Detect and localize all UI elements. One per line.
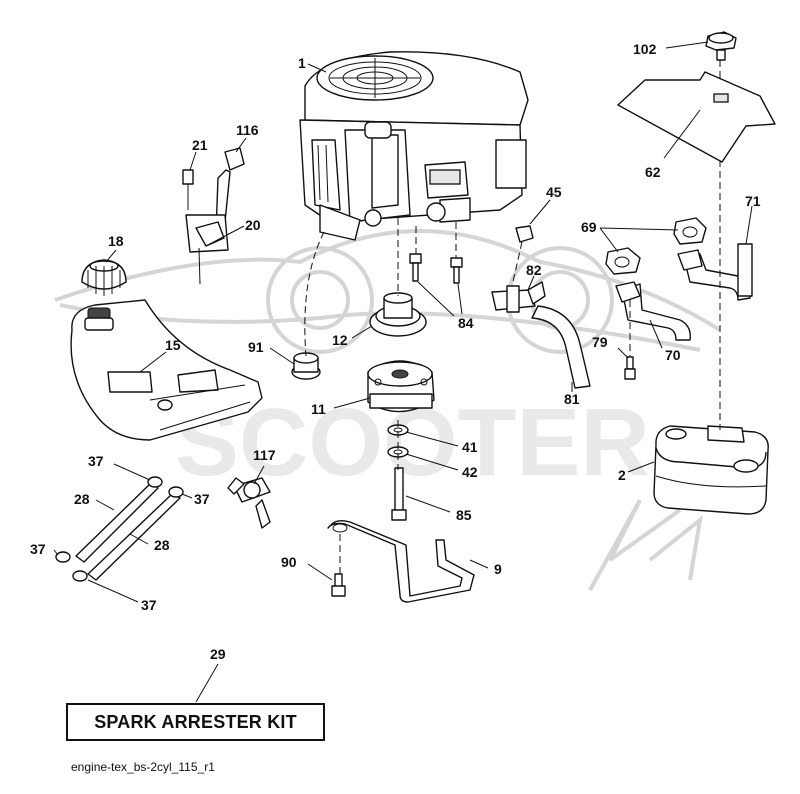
callout-79: 79 [592,334,608,350]
callout-82: 82 [526,262,542,278]
callout-37-top: 37 [88,453,104,469]
callout-18: 18 [108,233,124,249]
callout-28-lower: 28 [154,537,170,553]
spark-arrester-kit-box[interactable]: SPARK ARRESTER KIT [66,703,325,741]
heat-shield-part[interactable] [617,71,776,163]
callout-62: 62 [645,164,661,180]
callout-2: 2 [618,467,626,483]
gasket-69b-part[interactable] [673,217,707,245]
callout-37-right: 37 [194,491,210,507]
callout-71: 71 [745,193,761,209]
spark-arrester-kit-label: SPARK ARRESTER KIT [94,711,297,732]
clamp-37d-part[interactable] [72,570,88,582]
callout-117: 117 [253,447,276,463]
fuel-tank-part[interactable] [70,299,263,441]
fuel-pump-part[interactable] [491,281,546,313]
callout-41: 41 [462,439,478,455]
clamp-37c-part[interactable] [55,551,71,563]
callout-11: 11 [311,401,326,417]
callout-21: 21 [192,137,208,153]
bolt-84a-part[interactable] [409,253,422,282]
callout-85: 85 [456,507,472,523]
bolt-85-part[interactable] [391,467,407,521]
callout-91: 91 [248,339,264,355]
fuel-valve-part[interactable] [227,477,271,529]
callout-70: 70 [665,347,681,363]
callout-28-upper: 28 [74,491,90,507]
callout-20: 20 [245,217,261,233]
diagram-code: engine-tex_bs-2cyl_115_r1 [71,760,215,774]
clamp-37a-part[interactable] [147,476,163,488]
exhaust-pipe-70-part[interactable] [615,281,691,341]
alignment-lines [304,60,721,574]
bolt-90-part[interactable] [331,573,346,597]
nut-part[interactable] [515,225,534,243]
clutch-part[interactable] [367,360,435,413]
bolt-79-part[interactable] [624,356,636,380]
gasket-69a-part[interactable] [605,247,641,275]
clamp-37b-part[interactable] [168,486,184,498]
muffler-part[interactable] [653,425,769,515]
callout-45: 45 [546,184,562,200]
bushing-part[interactable] [291,352,321,380]
engine-part[interactable] [299,51,529,241]
callout-29: 29 [210,646,226,662]
throttle-control-part[interactable] [182,147,245,285]
callout-90: 90 [281,554,297,570]
callout-12: 12 [332,332,348,348]
knob-part[interactable] [705,31,737,61]
leader-lines [53,41,753,703]
callout-1: 1 [298,55,306,71]
callout-81: 81 [564,391,580,407]
fuel-cap-part[interactable] [81,259,127,296]
callout-37-bottom: 37 [141,597,157,613]
callout-116: 116 [236,122,259,138]
callout-84: 84 [458,315,474,331]
exhaust-pipe-71-part[interactable] [677,243,753,301]
callout-102: 102 [633,41,657,57]
pulley-part[interactable] [369,292,427,337]
fuel-line-81-part[interactable] [531,305,591,389]
bolt-84b-part[interactable] [450,257,463,284]
callout-42: 42 [462,464,478,480]
callout-9: 9 [494,561,502,577]
callout-15: 15 [165,337,181,353]
callout-37-left: 37 [30,541,46,557]
bracket-rod-part[interactable] [327,519,475,603]
callout-69: 69 [581,219,597,235]
callout-labels: 1 102 62 116 21 20 18 45 69 71 82 84 12 … [30,41,761,662]
